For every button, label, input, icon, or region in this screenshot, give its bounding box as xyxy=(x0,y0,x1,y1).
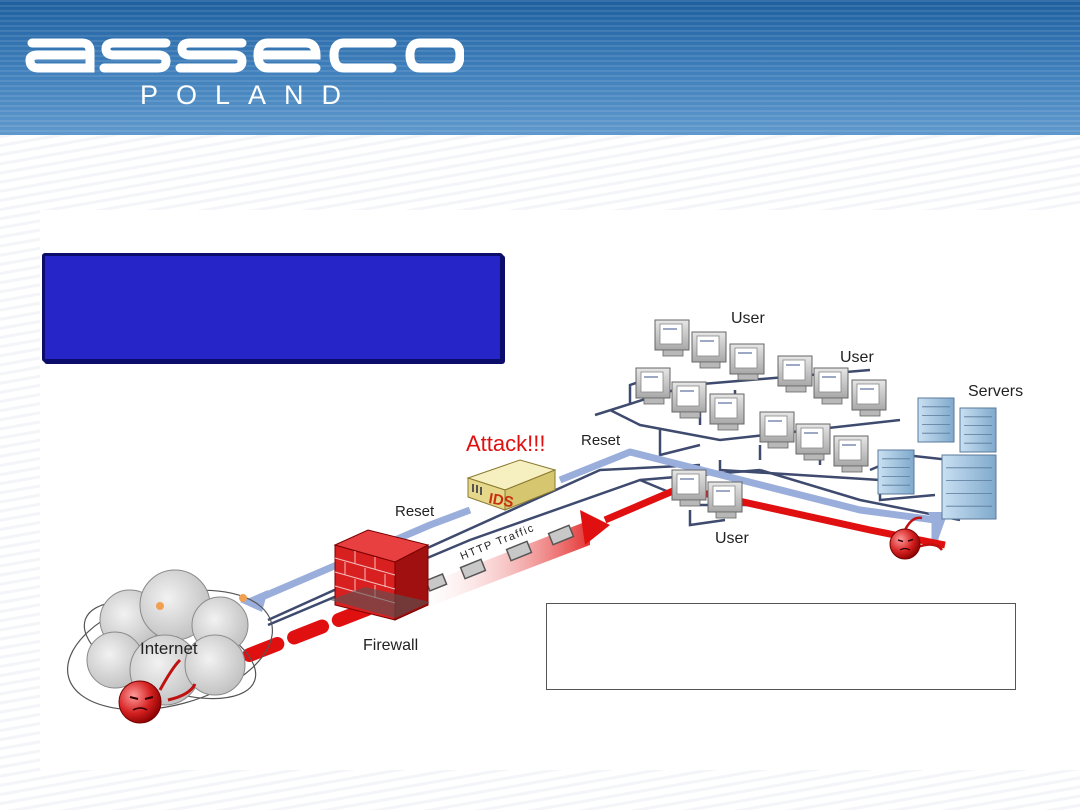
computer-icon xyxy=(813,367,849,405)
ids-device xyxy=(466,459,557,511)
caption-box xyxy=(546,603,1016,690)
computer-icon xyxy=(654,319,690,357)
reset-label-top: Reset xyxy=(581,432,621,449)
hacker-icon-network xyxy=(889,516,944,560)
internet-cloud xyxy=(66,569,274,711)
computer-icon xyxy=(759,411,795,449)
computer-icon xyxy=(795,423,831,461)
computer-icon xyxy=(729,343,765,381)
user-label-bottom: User xyxy=(715,530,749,547)
server-icon xyxy=(941,454,997,520)
computer-icon xyxy=(691,331,727,369)
header-banner: POLAND xyxy=(0,0,1080,135)
computer-icon xyxy=(671,381,707,419)
firewall-icon xyxy=(330,529,430,621)
server-icon xyxy=(877,449,915,495)
computer-icon xyxy=(833,435,869,473)
server-icon xyxy=(917,397,955,443)
computer-icon xyxy=(851,379,887,417)
servers-group xyxy=(877,397,997,520)
asseco-logo xyxy=(25,38,464,73)
title-box xyxy=(42,253,503,362)
internet-label: Internet xyxy=(140,639,198,658)
hacker-icon-internet xyxy=(118,658,197,724)
user-computers xyxy=(635,319,887,519)
computer-icon xyxy=(635,367,671,405)
http-packets xyxy=(424,524,575,592)
attack-label: Attack!!! xyxy=(466,431,545,456)
logo-subtitle: POLAND xyxy=(140,80,360,110)
firewall-label: Firewall xyxy=(363,637,418,654)
ids-label: IDS xyxy=(487,490,515,511)
server-icon xyxy=(959,407,997,453)
computer-icon xyxy=(777,355,813,393)
computer-icon xyxy=(671,469,707,507)
computer-icon xyxy=(707,481,743,519)
user-label-top: User xyxy=(731,310,765,327)
user-label-mid: User xyxy=(840,349,874,366)
computer-icon xyxy=(709,393,745,431)
servers-label: Servers xyxy=(968,383,1023,400)
reset-label-left: Reset xyxy=(395,503,435,520)
